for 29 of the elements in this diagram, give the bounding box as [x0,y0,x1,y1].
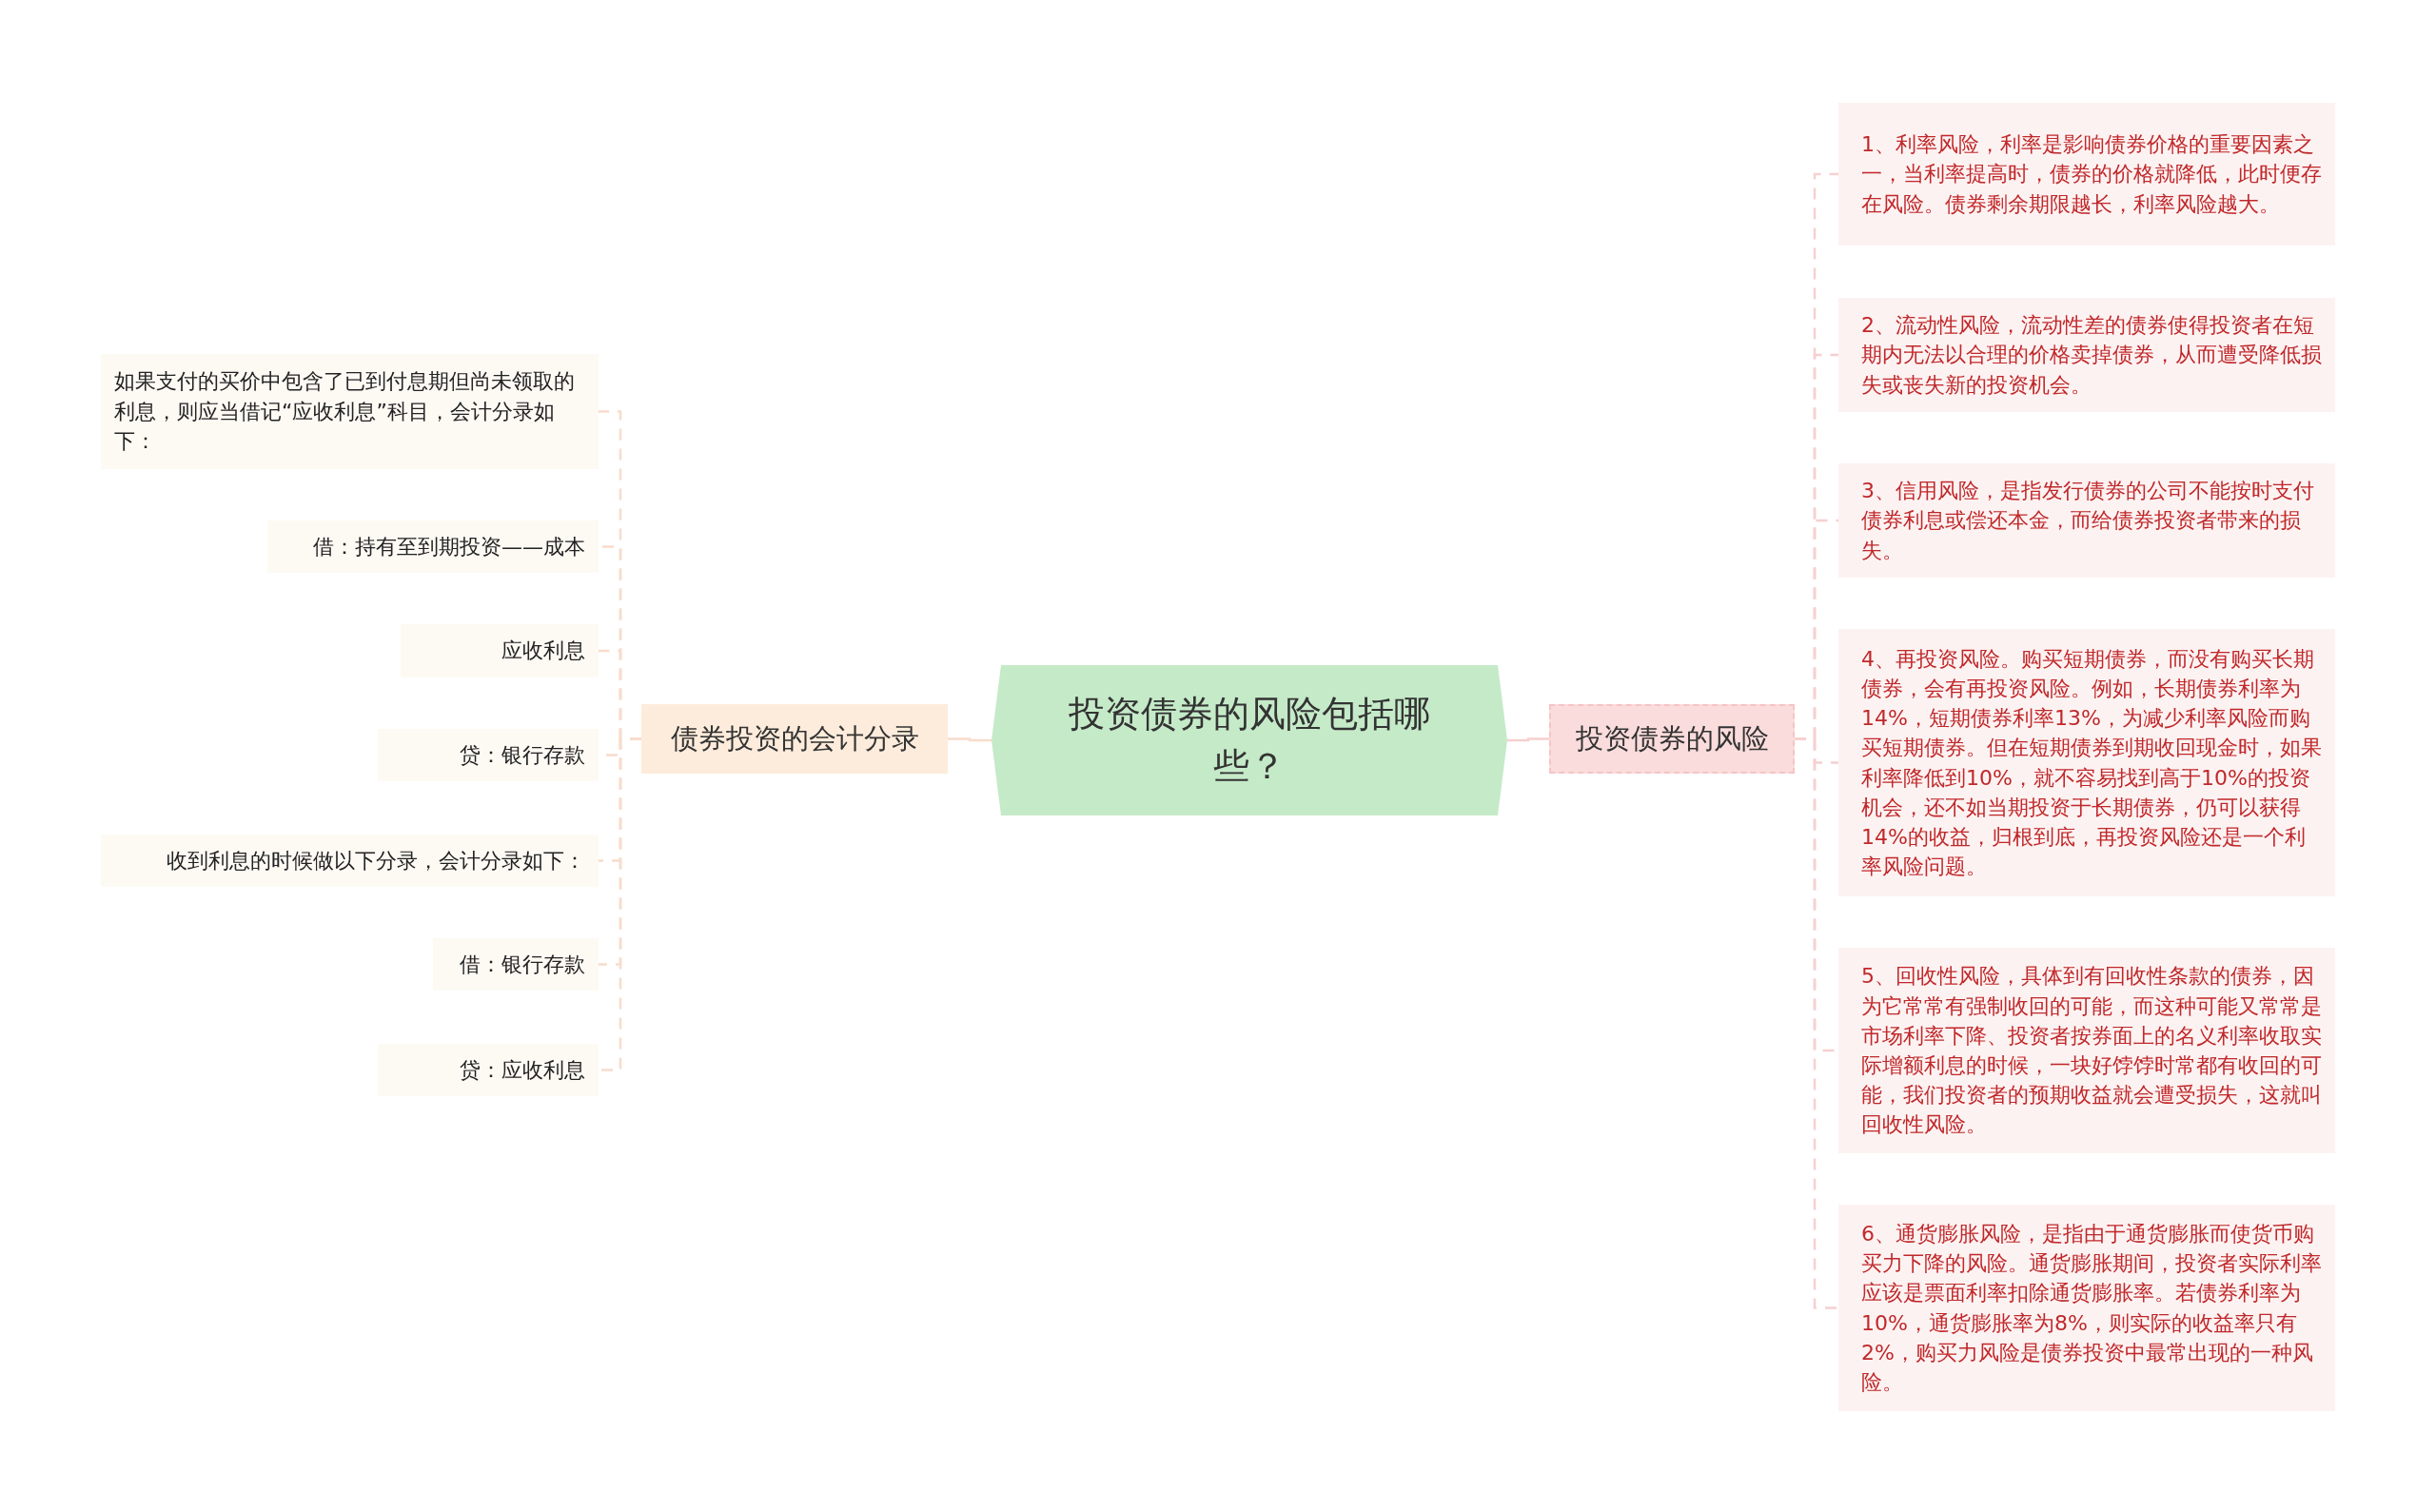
note-text: 应收利息 [501,638,585,665]
note-text: 债券投资的会计分录 [670,720,919,756]
note-card [433,938,599,991]
note-text: 如果支付的买价中包含了已到付息期但尚未领取的利息，则应当借记“应收利息”科目，会计分录如下： [114,367,576,456]
note-card [1838,629,2335,896]
note-text: 5、回收性风险，具体到有回收性条款的债券，因为它常常有强制收回的可能，而这种可能又常常是市场利率下降、投资者按券面上的名义利率收取实际增额利息的时候，一块好饽饽时常都有收回的可能，我们投资者的预期收益就会遭受损失，这就叫回收性风险。 [1861,963,2322,1139]
note-text: 4、再投资风险。购买短期债券，而没有购买长期债券，会有再投资风险。例如，长期债券利率为14%，短期债券利率13%，为减少利率风险而购买短期债券。但在短期债券到期收回现金时，如果利率降低到10%，就不容易找到高于10%的投资机会，还不如当期投资于长期债券，仍可以获得14%的收益，归根到底，再投资风险还是一个利率风险问题。 [1861,645,2322,881]
note-text: 投资债券的风险 [1575,720,1769,756]
note-card [1838,463,2335,578]
note-text: 借：持有至到期投资——成本 [313,533,585,560]
topic-text: 投资债券的风险包括哪些？ [1068,691,1431,789]
note-text: 贷：银行存款 [460,741,585,769]
branch-topic [1549,704,1795,774]
note-text: 贷：应收利息 [460,1056,585,1084]
note-text: 1、利率风险，利率是影响债券价格的重要因素之一，当利率提高时，债券的价格就降低，此时便存在风险。债券剩余期限越长，利率风险越大。 [1861,131,2322,218]
connector-line [1507,737,1549,742]
branch-topic [641,704,948,774]
note-text: 收到利息的时候做以下分录，会计分录如下： [167,847,585,874]
note-text: 2、流动性风险，流动性差的债券使得投资者在短期内无法以合理的价格卖掉债券，从而遭受降低损失或丧失新的投资机会。 [1861,312,2322,399]
connector-line [948,737,992,742]
note-text: 6、通货膨胀风险，是指由于通货膨胀而使货币购买力下降的风险。通货膨胀期间，投资者实际利率应该是票面利率扣除通货膨胀率。若债券利率为10%，通货膨胀率为8%，则实际的收益率只有2%，购买力风险是债券投资中最常出现的一种风险。 [1861,1220,2322,1396]
note-card [1838,103,2335,245]
note-text: 3、信用风险，是指发行债券的公司不能按时支付债券利息或偿还本金，而给债券投资者带来的损失。 [1861,478,2315,564]
note-card [401,624,599,677]
connector-line [599,737,641,1071]
note-text: 借：银行存款 [460,951,585,978]
note-card [1838,298,2335,412]
note-card [101,835,599,887]
note-card [101,354,599,469]
